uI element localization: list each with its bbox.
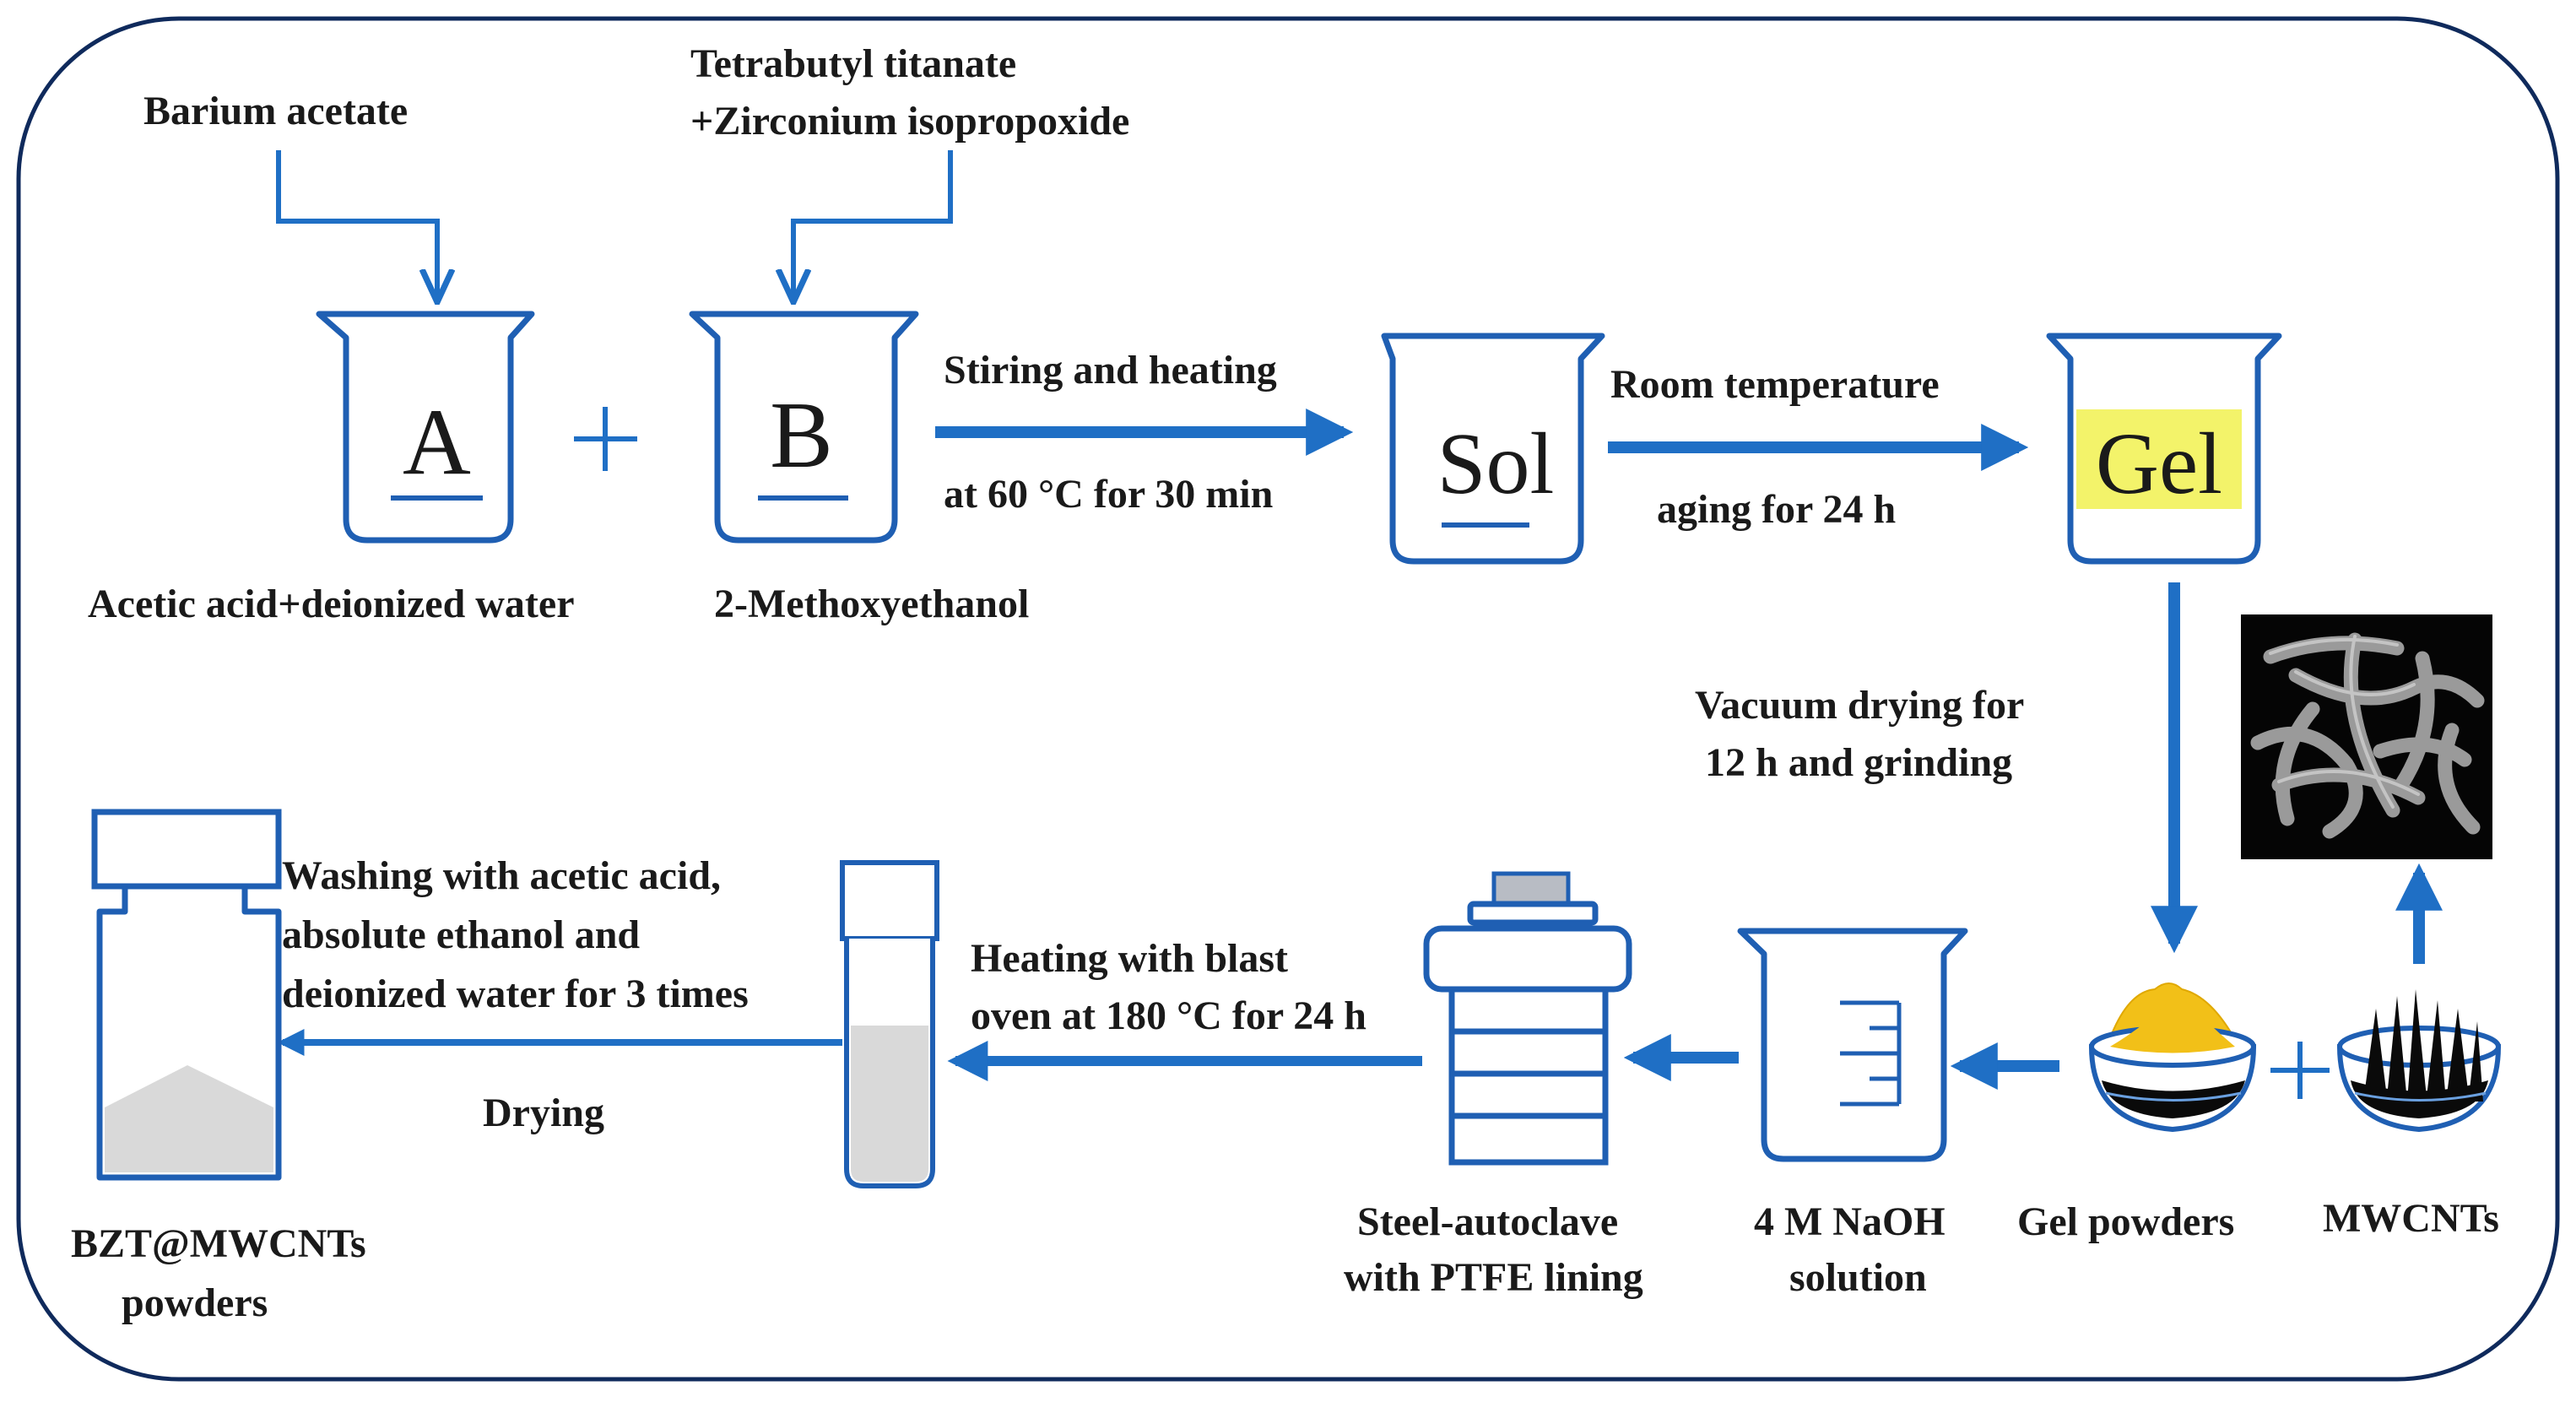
aging-label-line1: Room temperature — [1610, 362, 1940, 407]
naoh-label-line1: 4 M NaOH — [1754, 1199, 1946, 1244]
naoh-beaker — [1737, 928, 1968, 1162]
autoclave-label-line1: Steel-autoclave — [1357, 1199, 1619, 1244]
sol-label: Sol — [1437, 415, 1555, 512]
plus-icon-bowls — [2270, 1042, 2330, 1099]
product-bottle — [91, 809, 282, 1181]
naoh-label-line2: solution — [1789, 1255, 1927, 1300]
autoclave — [1423, 871, 1632, 1166]
heating-label-line1: Heating with blast — [971, 936, 1289, 981]
solvent-b-label: 2-Methoxyethanol — [714, 582, 1030, 626]
vacuum-label-line1: Vacuum drying for — [1695, 683, 2025, 728]
beaker-a — [316, 311, 535, 544]
mwcnts-bowl — [2336, 989, 2502, 1133]
product-label-line1: BZT@MWCNTs — [71, 1221, 366, 1266]
test-tube — [840, 860, 939, 1188]
outer-frame — [16, 16, 2560, 1382]
solvent-a-label: Acetic acid+deionized water — [88, 582, 575, 626]
beaker-sol — [1381, 333, 1605, 565]
beaker-b-letter: B — [770, 383, 833, 488]
washing-label-line2: absolute ethanol and — [282, 912, 641, 957]
autoclave-label-line2: with PTFE lining — [1344, 1255, 1643, 1300]
gel-powders-bowl — [2088, 982, 2257, 1133]
beaker-a-letter: A — [403, 390, 471, 495]
gel-label: Gel — [2095, 415, 2223, 512]
beaker-gel — [2046, 333, 2282, 565]
aging-label-line2: aging for 24 h — [1657, 487, 1897, 532]
washing-label-line3: deionized water for 3 times — [282, 972, 749, 1016]
product-label-line2: powders — [122, 1280, 268, 1325]
barium-feed-arrow — [276, 150, 437, 300]
beaker-b — [689, 311, 919, 544]
heating-label-line2: oven at 180 °C for 24 h — [971, 993, 1366, 1038]
gel-powders-label: Gel powders — [2017, 1199, 2235, 1244]
washing-label-line1: Washing with acetic acid, — [282, 853, 722, 898]
mwcnt-image — [2241, 614, 2492, 859]
mwcnts-label: MWCNTs — [2323, 1196, 2499, 1241]
drying-label: Drying — [483, 1091, 604, 1135]
barium-acetate-label: Barium acetate — [143, 89, 409, 133]
titanate-feed-arrow — [793, 150, 953, 300]
stirring-label-line1: Stiring and heating — [944, 348, 1277, 392]
titanate-label-line2: +Zirconium isopropoxide — [690, 99, 1130, 143]
plus-icon — [574, 407, 637, 471]
stirring-label-line2: at 60 °C for 30 min — [944, 472, 1274, 517]
vacuum-label-line2: 12 h and grinding — [1705, 740, 2013, 785]
titanate-label-line1: Tetrabutyl titanate — [690, 41, 1017, 86]
